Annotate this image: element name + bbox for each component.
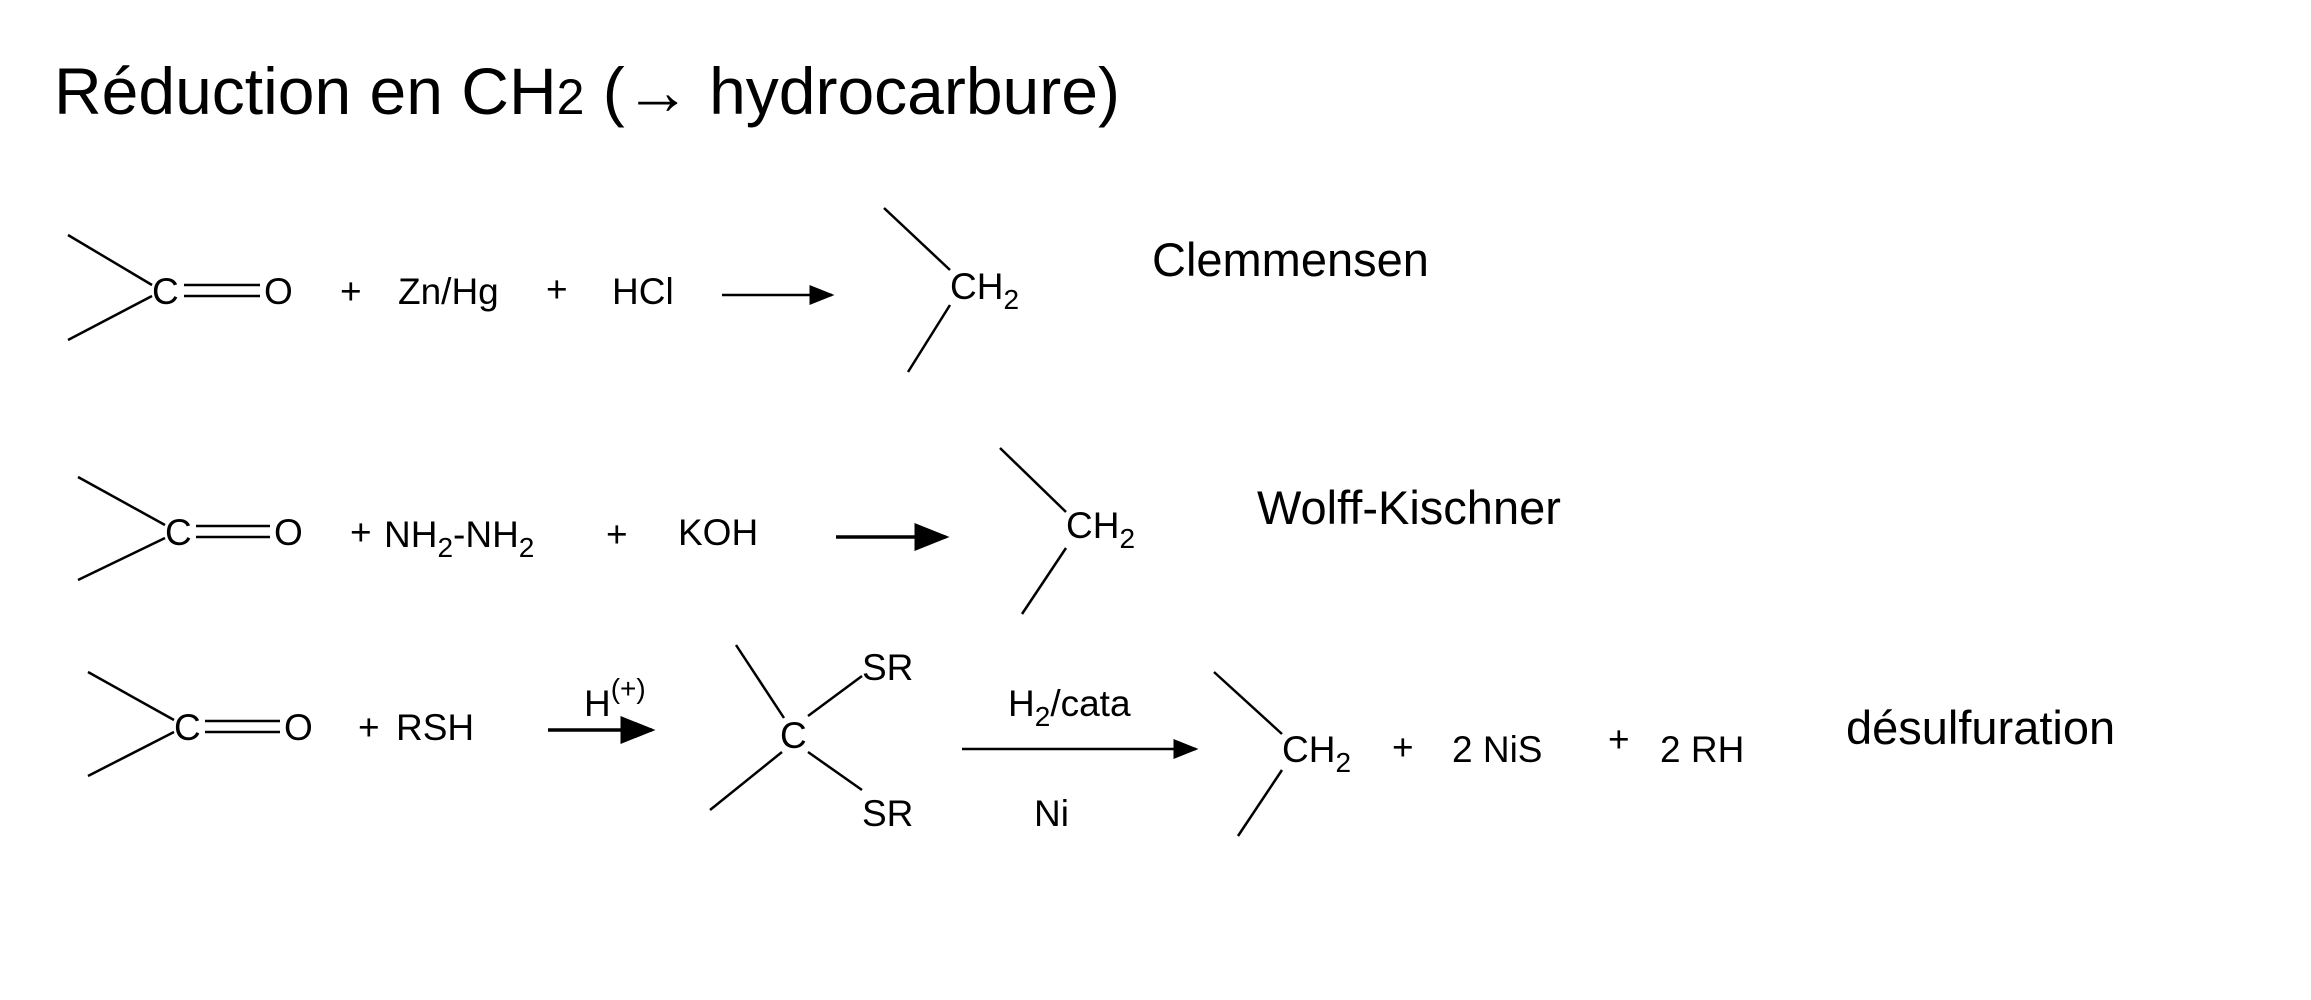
ketone-2-bond-lower [77, 536, 166, 582]
dithioacetal-bond-upper-sr [807, 674, 863, 718]
ketone-2-carbon: C [165, 512, 192, 553]
ketone-3 [87, 670, 280, 778]
product-3-ch: CH2 [1282, 729, 1351, 778]
dithioacetal-bond-upper-left [734, 644, 786, 719]
plus-sign: + [340, 271, 362, 312]
reagent-hydrazine: NH2-NH2 [384, 514, 534, 563]
dithioacetal-carbon: C [780, 715, 807, 756]
dithioacetal [709, 644, 863, 811]
step2-reagent-above: H2/cata [1008, 683, 1131, 732]
product-3-bond-lower [1236, 769, 1284, 837]
reagent-hcl: HCl [612, 271, 674, 312]
reaction-name-desulfuration: désulfuration [1846, 701, 2115, 754]
step2-catalyst-below: Ni [1034, 793, 1069, 834]
product-nis: 2 NiS [1452, 729, 1542, 770]
ketone-3-carbon: C [174, 707, 201, 748]
product-2-bond-upper [999, 447, 1067, 513]
ketone-1-bond-upper [67, 233, 153, 287]
product-3-bond-upper [1213, 671, 1283, 735]
reagent-zn-hg: Zn/Hg [398, 271, 499, 312]
dithioacetal-bond-lower-sr [807, 750, 863, 792]
ketone-3-bond-upper [87, 670, 175, 722]
catalyst-acid: H(+) [584, 673, 646, 724]
reaction-clemmensen: C O + Zn/Hg + HCl CH2 Clemmensen [67, 207, 1429, 373]
ketone-2 [77, 475, 270, 582]
product-1-bond-upper [883, 207, 951, 271]
dithioacetal-sr-lower: SR [862, 793, 913, 834]
dithioacetal-bond-lower-left [709, 751, 783, 811]
plus-sign: + [1392, 727, 1414, 768]
product-rh: 2 RH [1660, 729, 1744, 770]
ketone-2-bond-upper [77, 475, 166, 527]
product-ch2-3 [1213, 671, 1284, 837]
ketone-1-oxygen: O [264, 271, 293, 312]
reaction-wolff-kischner: C O + NH2-NH2 + KOH CH2 Wolff-Kischner [77, 447, 1561, 615]
plus-sign: + [350, 512, 372, 553]
product-ch2-1 [883, 207, 952, 373]
reagent-rsh: RSH [396, 707, 474, 748]
page-title: Réduction en CH2 (→ hydrocarbure) [54, 52, 1120, 131]
product-1-ch: CH2 [950, 266, 1019, 315]
reaction-desulfuration: C O + RSH H(+) C SR SR H2/cata Ni CH2 + … [87, 644, 2115, 837]
product-2-ch: CH2 [1066, 505, 1135, 554]
title-suffix: (→ hydrocarbure) [584, 54, 1120, 128]
ketone-3-bond-lower [87, 730, 175, 778]
plus-sign: + [546, 269, 568, 310]
ketone-2-oxygen: O [274, 512, 303, 553]
dithioacetal-sr-upper: SR [862, 647, 913, 688]
ketone-3-oxygen: O [284, 707, 313, 748]
ketone-1-bond-lower [67, 294, 153, 342]
product-1-bond-lower [906, 304, 952, 373]
ketone-1 [67, 233, 260, 342]
reaction-name-wolff-kischner: Wolff-Kischner [1257, 481, 1561, 534]
product-2-bond-lower [1020, 547, 1068, 615]
plus-sign: + [358, 707, 380, 748]
plus-sign: + [606, 514, 628, 555]
reaction-name-clemmensen: Clemmensen [1152, 233, 1429, 286]
title-prefix: Réduction en CH [54, 54, 557, 128]
plus-sign: + [1608, 719, 1630, 760]
ketone-1-carbon: C [152, 271, 179, 312]
product-ch2-2 [999, 447, 1068, 615]
reagent-koh: KOH [678, 512, 758, 553]
title-subscript: 2 [556, 69, 585, 125]
